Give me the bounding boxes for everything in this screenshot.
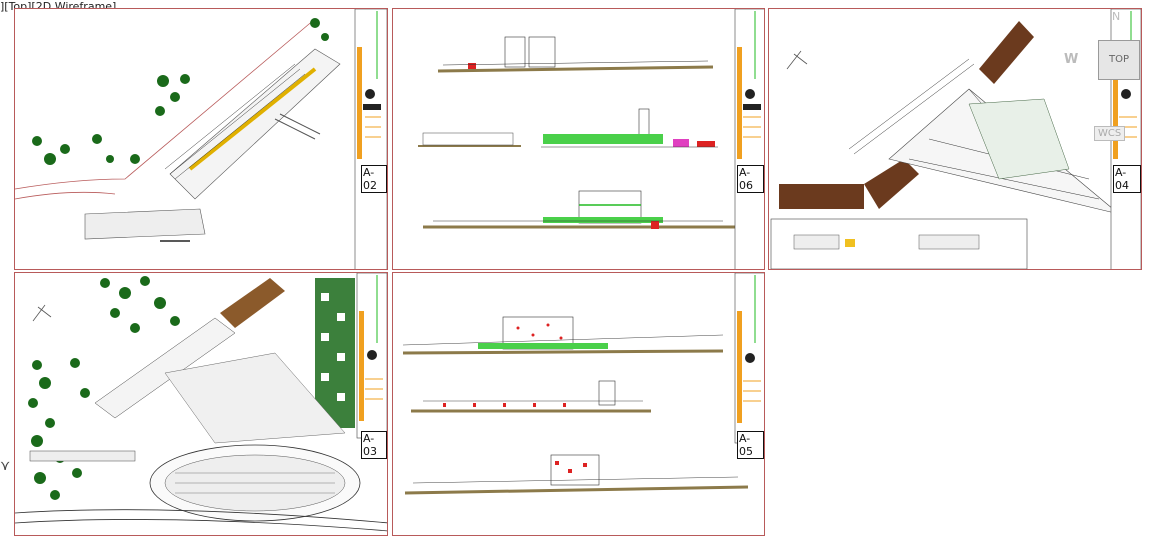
elevations-drawing (418, 9, 764, 269)
sheet-a-04[interactable]: A-04 (768, 8, 1142, 270)
sheet-number-label: A-04 (1113, 165, 1141, 193)
wcs-menu-button[interactable]: WCS (1094, 126, 1126, 141)
compass-north-label: N (1112, 10, 1121, 23)
sheet-a-05[interactable]: A-05 (392, 272, 765, 536)
roof-plan-drawing (770, 9, 1141, 269)
sheet-a-03[interactable]: A-03 (14, 272, 388, 536)
viewcube-top-face[interactable]: TOP (1098, 40, 1140, 80)
sheet-number-label: A-03 (361, 431, 387, 459)
sheet-a-02[interactable]: A-02 (14, 8, 388, 270)
sheet-number-label: A-02 (361, 165, 387, 193)
site-plan-drawing (15, 9, 387, 269)
master-plan-drawing (15, 273, 387, 532)
sections-drawing (402, 273, 764, 495)
sheet-number-label: A-06 (737, 165, 764, 193)
sheet-number-label: A-05 (737, 431, 764, 459)
ucs-icon: ⋎ (0, 458, 11, 474)
sheet-a-06[interactable]: A-06 (392, 8, 765, 270)
compass-west-label[interactable]: W (1064, 52, 1079, 67)
